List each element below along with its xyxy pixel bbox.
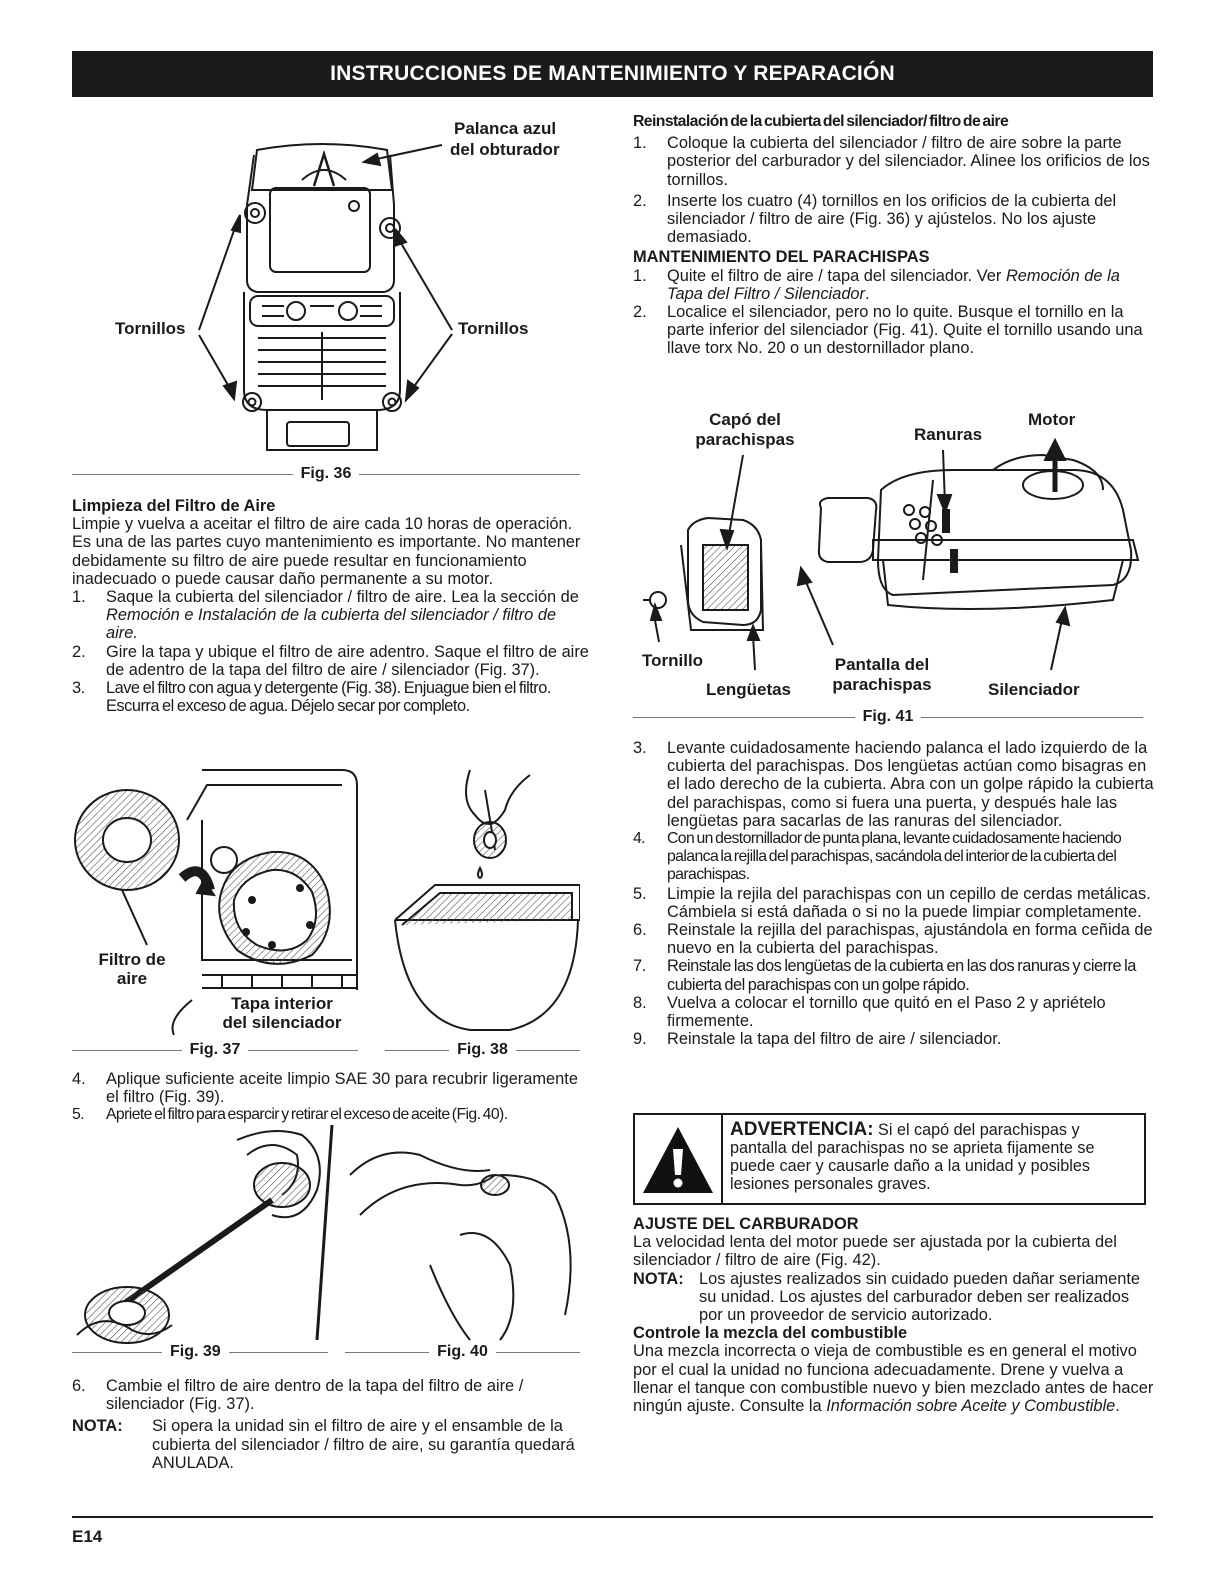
fig38-caption: Fig. 38 xyxy=(385,1041,580,1059)
air-filter-step-4: 4.Aplique suficiente aceite limpio SAE 3… xyxy=(72,1070,578,1107)
fig36-illustration xyxy=(198,143,453,451)
reinstall-step-1: 1.Coloque la cubierta del silenciador / … xyxy=(633,134,1150,189)
fuel-mix-text: Una mezcla incorrecta o vieja de combust… xyxy=(633,1342,1154,1416)
warning-triangle-icon xyxy=(643,1127,713,1193)
fig41-illustration xyxy=(643,437,1140,671)
fig36-caption: Fig. 36 xyxy=(72,465,580,483)
fig41-label-muffler: Silenciador xyxy=(988,680,1080,699)
fig37-illustration xyxy=(74,769,358,1036)
spark-step-8: 8.Vuelva a colocar el tornillo que quitó… xyxy=(633,993,1106,1031)
air-filter-heading: Limpieza del Filtro de Aire xyxy=(72,497,276,515)
fig36-label-lever: Palanca azul del obturador xyxy=(450,119,560,159)
fig40-illustration xyxy=(349,1151,572,1341)
section-banner: INSTRUCCIONES DE MANTENIMIENTO Y REPARAC… xyxy=(72,51,1153,97)
fig40-caption: Fig. 40 xyxy=(345,1343,580,1361)
fig36-label-screws-right: Tornillos xyxy=(458,319,529,338)
spark-step-6: 6.Reinstale la rejilla del parachispas, … xyxy=(633,921,1153,958)
fuel-mix-heading: Controle la mezcla del combustible xyxy=(633,1324,908,1343)
spark-step-1: 1.Quite el filtro de aire / tapa del sil… xyxy=(633,266,1120,303)
reinstall-section: Reinstalación de la cubierta del silenci… xyxy=(633,113,1154,358)
spark-heading: MANTENIMIENTO DEL PARACHISPAS xyxy=(633,248,930,267)
fig41-label-cap: Capó del parachispas xyxy=(695,410,795,449)
fig38-illustration xyxy=(394,769,580,1031)
reinstall-step-2: 2.Inserte los cuatro (4) tornillos en lo… xyxy=(633,191,1117,247)
fig41-label-motor: Motor xyxy=(1028,410,1076,429)
carb-note: NOTA: Los ajustes realizados sin cuidado… xyxy=(633,1269,1141,1325)
air-filter-step-1: 1.Saque la cubierta del silenciador / fi… xyxy=(72,588,579,643)
fig37-label-cap: Tapa interior del silenciador xyxy=(222,994,342,1032)
spark-step-4: 4.Con un destornillador de punta plana, … xyxy=(633,830,1122,884)
spark-step-7: 7.Reinstale las dos lengüetas de la cubi… xyxy=(633,957,1136,994)
air-filter-step-6: 6.Cambie el filtro de aire dentro de la … xyxy=(72,1377,524,1414)
fig36-label-screws-left: Tornillos xyxy=(115,319,186,338)
fig37-label-filter: Filtro de aire xyxy=(98,950,166,988)
spark-steps-cont: 3.Levante cuidadosamente haciendo palanc… xyxy=(633,739,1154,1048)
air-filter-step-5: 5.Apriete el filtro para esparcir y reti… xyxy=(72,1106,508,1124)
reinstall-heading: Reinstalación de la cubierta del silenci… xyxy=(633,113,1009,130)
fig41-label-slots: Ranuras xyxy=(914,425,983,444)
air-filter-section: Limpieza del Filtro de Aire Limpie y vue… xyxy=(72,497,592,715)
fig37-caption: Fig. 37 xyxy=(72,1041,358,1059)
spark-step-9: 9.Reinstale la tapa del filtro de aire /… xyxy=(633,1030,1002,1049)
fig41-label-screw: Tornillo xyxy=(642,651,704,670)
air-filter-step-3: 3.Lave el filtro con agua y detergente (… xyxy=(72,679,551,716)
warning-icon-box xyxy=(635,1115,723,1203)
air-filter-oil-steps: 4.Aplique suficiente aceite limpio SAE 3… xyxy=(72,1070,592,1125)
fig41-label-screen: Pantalla del parachispas xyxy=(832,655,932,694)
warning-box: ADVERTENCIA: Si el capó del parachispas … xyxy=(633,1113,1146,1205)
carb-section: AJUSTE DEL CARBURADOR La velocidad lenta… xyxy=(633,1215,1154,1415)
spark-step-2: 2.Localice el silenciador, pero no lo qu… xyxy=(633,303,1143,358)
air-filter-step-2: 2.Gire la tapa y ubique el filtro de air… xyxy=(72,642,589,679)
air-filter-note: NOTA: Si opera la unidad sin el filtro d… xyxy=(72,1417,575,1472)
fig39-caption: Fig. 39 xyxy=(72,1343,328,1361)
fig41-label-tabs: Lengüetas xyxy=(706,680,792,699)
air-filter-final: 6.Cambie el filtro de aire dentro de la … xyxy=(72,1377,592,1472)
fig39-illustration xyxy=(76,1124,334,1344)
spark-step-3: 3.Levante cuidadosamente haciendo palanc… xyxy=(633,739,1154,830)
carb-heading: AJUSTE DEL CARBURADOR xyxy=(633,1215,859,1233)
page-number: E14 xyxy=(72,1527,103,1546)
warning-text: ADVERTENCIA: Si el capó del parachispas … xyxy=(730,1119,1095,1193)
footer-rule xyxy=(72,1516,1153,1518)
carb-text: La velocidad lenta del motor puede ser a… xyxy=(633,1233,1117,1270)
spark-step-5: 5.Limpie la rejila del parachispas con u… xyxy=(633,884,1151,921)
air-filter-intro: Limpie y vuelva a aceitar el filtro de a… xyxy=(72,515,581,588)
fig41-caption: Fig. 41 xyxy=(633,708,1143,726)
